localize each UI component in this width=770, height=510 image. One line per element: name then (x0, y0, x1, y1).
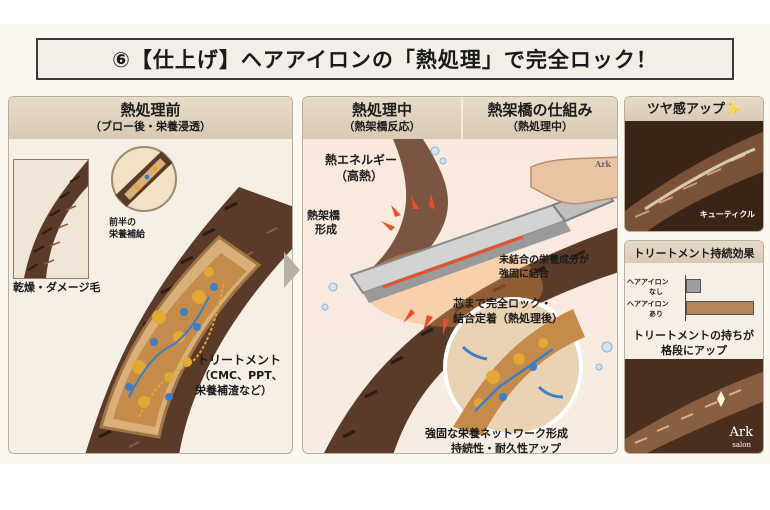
flat-iron-illustration (321, 139, 617, 453)
network-label-1: 強固な栄養ネットワーク形成 (425, 427, 568, 440)
panel-shine-title: ツヤ感アップ✨ (646, 102, 742, 117)
panel-shine-header: ツヤ感アップ✨ (625, 97, 763, 121)
panel-before: 熱処理前 （ブロー後・栄養浸透） 乾燥・ダメージ毛 (8, 96, 293, 454)
zoom-label-2: 栄養補給 (109, 230, 146, 240)
bar-with-iron (686, 301, 754, 315)
crosslink-label-2: 形成 (315, 223, 337, 236)
cuticle-label: キューティクル (699, 210, 755, 219)
bar-label-2b: あり (649, 310, 663, 318)
panel-mechanism-header: 熱架橋の仕組み （熱処理中） (463, 97, 617, 139)
panel-mechanism-title: 熱架橋の仕組み (487, 101, 593, 119)
bar-label-2a: ヘアアイロン (627, 300, 669, 308)
bonded-particles (461, 338, 564, 412)
iron-brand: Ark (595, 159, 611, 169)
bar-without-iron (686, 279, 701, 293)
panel-effect-header: トリートメント持続効果 (625, 241, 763, 263)
heat-energy-label-1: 熱エネルギー (325, 153, 398, 167)
panel-before-title: 熱処理前 (120, 101, 181, 119)
page-title: ⑥【仕上げ】ヘアアイロンの「熱処理」で完全ロック！ (36, 38, 734, 80)
panel-effect-title: トリートメント持続効果 (633, 247, 755, 260)
treatment-label-2: （CMC、PPT、 (199, 369, 283, 382)
arrow-right-icon (284, 252, 300, 288)
nutrient-particles (125, 267, 225, 418)
lock-label-2: 結合定着（熱処理後） (453, 312, 563, 325)
treatment-label-1: トリートメント (197, 353, 282, 367)
damaged-hair-image (24, 160, 88, 278)
crosslink-label-1: 熱架橋 (307, 209, 340, 222)
panel-during-subtitle: （熱架橋反応） (343, 120, 421, 133)
shiny-hair-image (625, 121, 763, 231)
effect-caption-2: 格段にアップ (661, 344, 727, 357)
bar-label-1a: ヘアアイロン (627, 278, 669, 286)
zoom-label-1: 前半の (109, 218, 137, 228)
effect-caption-1: トリートメントの持ちが (633, 329, 754, 342)
bar-label-1b: なし (649, 288, 663, 296)
logo-brand: Ark (729, 425, 753, 440)
logo-sub: salon (732, 441, 751, 449)
panel-before-subtitle: （ブロー後・栄養浸透） (90, 120, 211, 133)
damaged-hair-inset (13, 159, 89, 279)
panel-effect: トリートメント持続効果 ヘアアイロン なし ヘアアイロン あり トリートメントの… (624, 240, 764, 454)
steam-bubbles (321, 146, 613, 371)
unbound-label-2: 強固に結合 (499, 269, 549, 280)
unbound-label-1: 未結合の栄養成分が (499, 255, 589, 266)
bar-chart-axis (685, 275, 686, 321)
heat-energy-label-2: （高熱） (335, 169, 384, 183)
panel-during-title: 熱処理中 (351, 101, 412, 119)
damaged-hair-label: 乾燥・ダメージ毛 (13, 281, 101, 294)
panel-during: 熱処理中 （熱架橋反応） 熱架橋の仕組み （熱処理中） (302, 96, 618, 454)
lock-label-1: 芯まで完全ロック・ (453, 297, 552, 310)
panel-before-header: 熱処理前 （ブロー後・栄養浸透） (9, 97, 292, 139)
network-label-2: 持続性・耐久性アップ (451, 442, 561, 454)
heat-arrows (381, 193, 449, 335)
glossy-hair-image (625, 359, 763, 453)
panel-during-header: 熱処理中 （熱架橋反応） (303, 97, 461, 139)
hair-shaft-cross-section (85, 146, 292, 453)
panel-mechanism-subtitle: （熱処理中） (507, 120, 573, 133)
treatment-label-3: 栄養補渣など） (195, 384, 272, 397)
panel-shine: ツヤ感アップ✨ キューティクル (624, 96, 764, 232)
hand (530, 156, 617, 205)
